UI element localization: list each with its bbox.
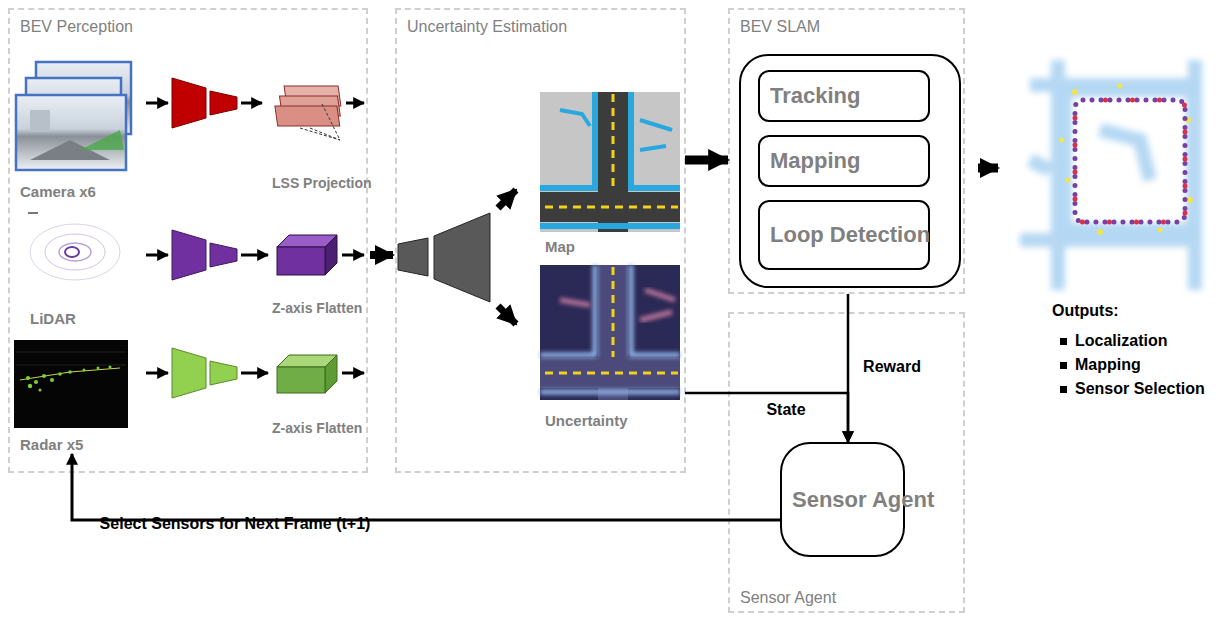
encoder-shapes [172,78,237,398]
list-bullet [1060,338,1067,345]
output-label: Mapping [1075,356,1141,374]
decoder-arrow [498,306,516,324]
fusion-arrow [370,251,393,259]
node-label: Mapping [770,148,860,174]
node-label: Camera x6 [20,183,96,201]
lidar-image [28,212,120,280]
flatten-block: Z-axis Flatten [262,352,352,437]
decoder-shape [398,213,490,302]
agent-box: Sensor Agent [780,442,905,557]
output-map-image [1020,60,1200,290]
flow-arrows [146,103,364,373]
uncertainty-image [540,265,680,400]
lss-projection-shape [275,86,341,140]
group-panel: Uncertainty EstimationMapUncertainty [395,8,686,473]
node-label: Loop Detection [770,222,910,248]
sensor-input: LiDAR [20,208,130,328]
node-label: LSS Projection [272,175,350,192]
group-heading: Uncertainty Estimation [407,18,567,36]
process-box: Mapping [758,135,930,187]
connector-arrow [685,156,728,165]
slam-frame [740,55,960,287]
group-panel: BEV SLAM TrackingMappingLoop Detection [728,8,965,294]
group-panel: BEV PerceptionCamera x6 LSS ProjectionLiD… [8,8,368,473]
radar-image [14,340,128,428]
node-label: Map [545,238,575,256]
output-label: Localization [1075,332,1167,350]
node-label: Z-axis Flatten [272,420,350,437]
camera-images [16,62,131,170]
map-output: Map [535,88,685,256]
node-label: Uncertainty [545,412,628,430]
node-label: Z-axis Flatten [272,300,350,317]
group-heading: BEV SLAM [740,18,820,36]
output-label: Outputs: [1052,302,1119,320]
output-label: Sensor Selection [1075,380,1205,398]
node-label: Sensor Agent [792,486,892,514]
bev-map-image [540,92,680,232]
output-arrow [978,164,998,173]
projection-block: LSS Projection [262,80,357,192]
group-heading: BEV Perception [20,18,133,36]
node-label: Tracking [770,83,860,109]
process-box: Loop Detection [758,200,930,270]
edge-label: State [766,401,805,419]
edge-label: Reward [863,358,921,376]
flatten-block: Z-axis Flatten [262,232,352,317]
uncertainty-output: Uncertainty [535,262,685,430]
sensor-input: Radar x5 [10,336,135,454]
edge-label: Select Sensors for Next Frame (t+1) [100,515,371,533]
list-bullet [1060,386,1067,393]
node-label: LiDAR [30,310,76,328]
group-panel: Sensor AgentSensor Agent [728,312,965,613]
process-box: Tracking [758,70,930,122]
group-heading: Sensor Agent [740,589,836,607]
node-label: Radar x5 [20,436,83,454]
connector-arrow [685,393,848,442]
connector-arrow [72,454,780,520]
decoder-arrow [498,190,516,208]
sensor-input: Camera x6 [10,58,155,201]
list-bullet [1060,362,1067,369]
